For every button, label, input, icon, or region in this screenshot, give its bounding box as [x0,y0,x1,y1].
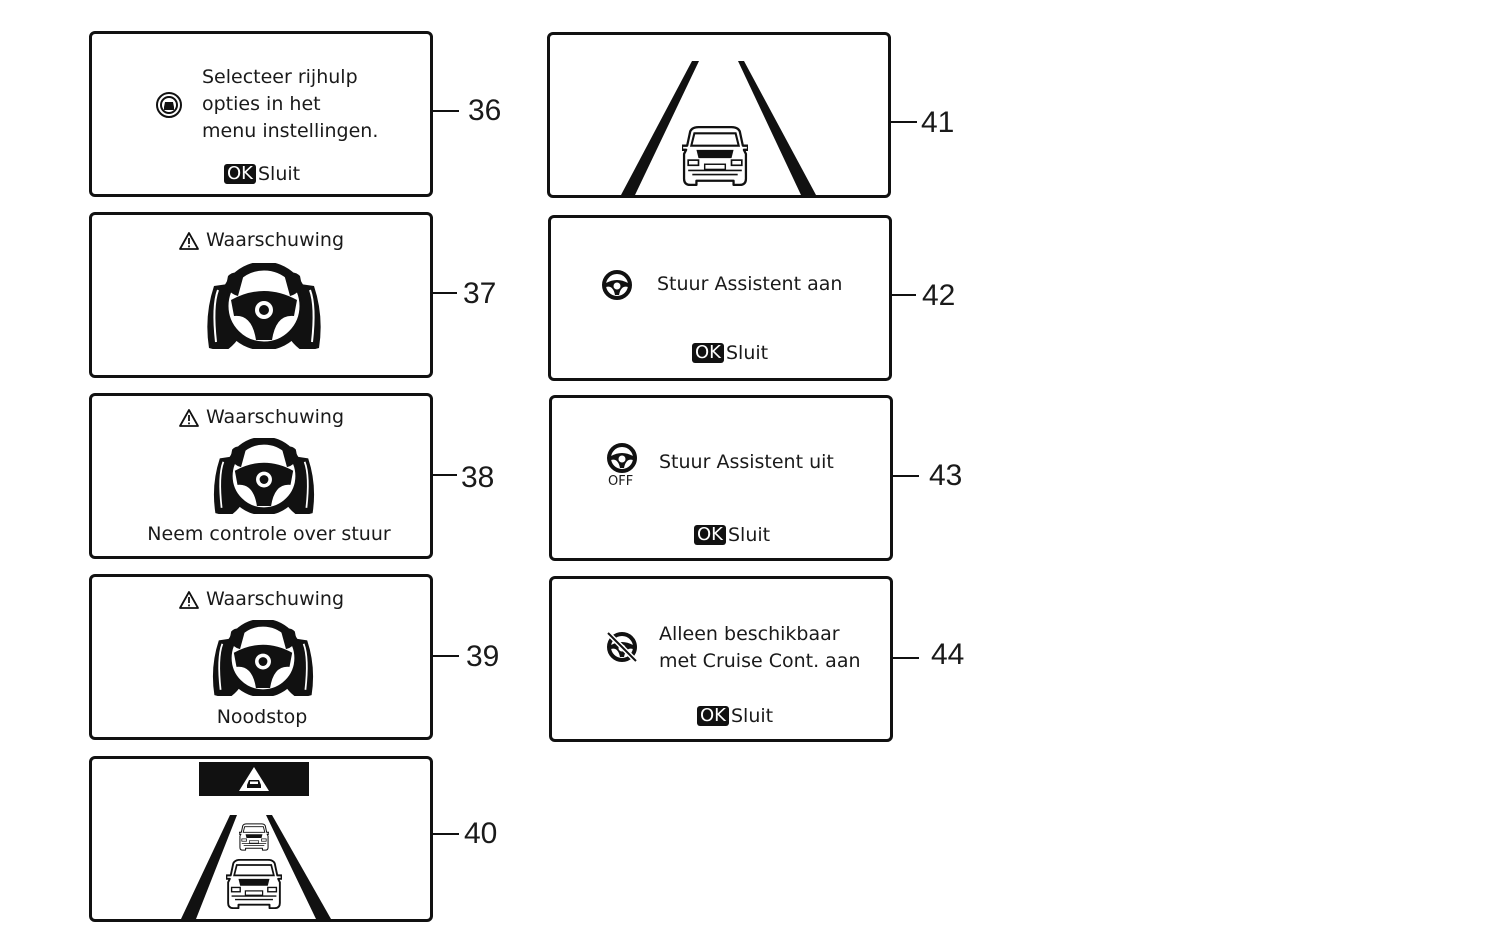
panel-39: Waarschuwing Noodstop [89,574,433,740]
close-button[interactable]: OK Sluit [692,342,768,364]
callout-43: 43 [929,459,963,492]
warning-title: Waarschuwing [205,588,345,610]
leader-line [893,657,919,659]
road-scene [621,61,816,195]
warning-triangle-icon [179,408,199,427]
hands-on-wheel-icon [206,263,322,349]
leader-line [433,655,459,657]
car-rear-icon [226,859,282,909]
close-label: Sluit [730,705,774,727]
callout-42: 42 [922,279,956,312]
panel-39-caption: Noodstop [216,706,308,728]
close-button[interactable]: OK Sluit [224,163,300,185]
close-label: Sluit [725,342,769,364]
leader-line [433,292,457,294]
warning-title: Waarschuwing [205,406,345,428]
close-button[interactable]: OK Sluit [697,705,773,727]
close-label: Sluit [257,163,301,185]
leader-line [433,474,457,476]
panel-44: Alleen beschikbaar met Cruise Cont. aan … [549,576,893,742]
callout-44: 44 [931,638,965,671]
panel-43: OFF Stuur Assistent uit OK Sluit [549,395,893,561]
leader-line [433,833,459,835]
driver-assist-icon [156,92,182,118]
panel-39-header: Waarschuwing [92,586,430,613]
panel-40 [89,756,433,922]
callout-41: 41 [921,106,955,139]
leader-line [892,294,916,296]
hands-on-wheel-icon [211,620,315,696]
steering-wheel-off-label: OFF [608,474,634,489]
road-scene [181,815,331,919]
callout-39: 39 [466,640,500,673]
panel-36-line-3: menu instellingen. [202,120,379,142]
panel-36: Selecteer rijhulp opties in het menu ins… [89,31,433,197]
panel-43-message: Stuur Assistent uit [659,451,834,473]
warning-title: Waarschuwing [205,229,345,251]
car-rear-icon [682,125,748,187]
panel-42-message: Stuur Assistent aan [657,273,843,295]
panel-36-line-1: Selecteer rijhulp [202,66,358,88]
panel-38: Waarschuwing Neem controle over stuur [89,393,433,559]
panel-37-header: Waarschuwing [92,227,430,254]
hands-on-wheel-icon [212,438,316,514]
panel-44-line-2: met Cruise Cont. aan [659,650,861,672]
leader-line [891,121,917,123]
close-button[interactable]: OK Sluit [694,524,770,546]
leader-line [433,110,459,112]
panel-41 [547,32,891,198]
close-label: Sluit [727,524,771,546]
leader-line [893,475,919,477]
car-rear-icon [239,823,269,851]
panel-44-line-1: Alleen beschikbaar [659,623,840,645]
collision-warning-icon [239,767,269,791]
callout-38: 38 [461,461,495,494]
panel-42: Stuur Assistent aan OK Sluit [548,215,892,381]
callout-36: 36 [468,94,502,127]
panel-36-line-2: opties in het [202,93,321,115]
steering-wheel-crossed-icon [606,631,638,663]
callout-37: 37 [463,277,497,310]
ok-badge: OK [692,343,724,363]
steering-wheel-icon [602,270,632,300]
ok-badge: OK [224,164,256,184]
ok-badge: OK [694,525,726,545]
warning-triangle-icon [179,231,199,250]
panel-38-caption: Neem controle over stuur [147,523,391,545]
panel-37: Waarschuwing [89,212,433,378]
panel-38-header: Waarschuwing [92,404,430,431]
steering-wheel-off-icon [607,443,637,473]
warning-triangle-icon [179,590,199,609]
callout-40: 40 [464,817,498,850]
ok-badge: OK [697,706,729,726]
